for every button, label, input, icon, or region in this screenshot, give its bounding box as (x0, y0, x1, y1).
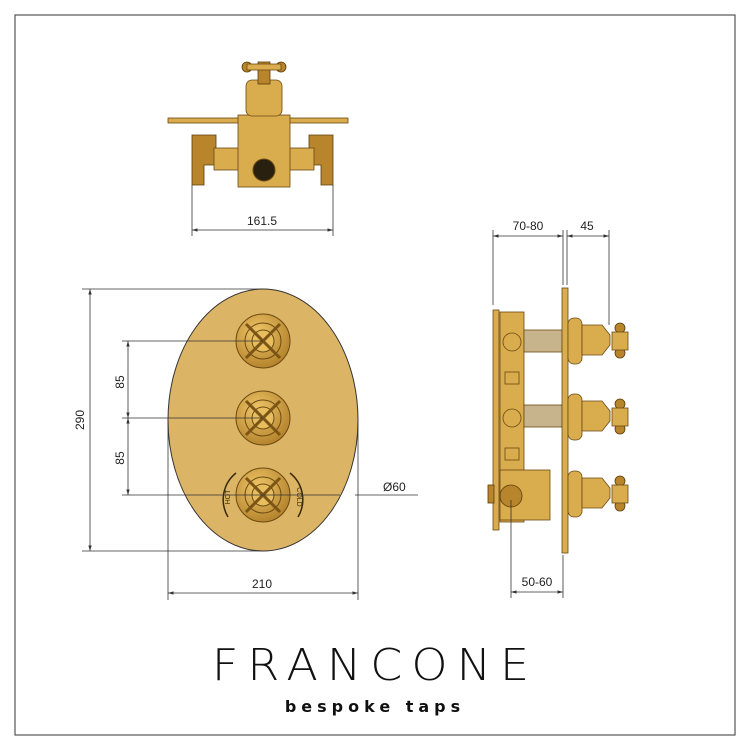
drawing-frame (14, 14, 736, 736)
depth-dimension: 70-80 (513, 219, 544, 233)
spacing-dimension-lower: 85 (113, 451, 127, 465)
projection-dimension: 45 (580, 219, 594, 233)
outlet-port (252, 158, 276, 182)
diameter-dimension: Ø60 (383, 480, 406, 494)
width-dimension: 210 (252, 577, 272, 591)
handle-bar (246, 63, 282, 71)
side-handle-upper (567, 317, 629, 365)
front-view: HOT COLD 290 85 85 210 Ø60 (73, 288, 418, 600)
cold-label: COLD (295, 487, 302, 506)
spindle-housing (245, 79, 283, 117)
height-dimension: 290 (73, 410, 87, 430)
spacing-dimension-upper: 85 (113, 375, 127, 389)
side-handle-middle (567, 393, 629, 441)
side-view: 70-80 45 50-60 (487, 219, 629, 598)
cartridge-middle (523, 404, 563, 428)
top-width-dimension: 161.5 (247, 214, 277, 228)
side-nut (487, 484, 495, 504)
brand-tagline: Bespoke Taps (284, 697, 466, 716)
hot-label: HOT (225, 489, 232, 505)
wall-dimension: 50-60 (522, 575, 553, 589)
left-inlet-pipe (191, 134, 217, 186)
brand-logo: FRANCONE (211, 639, 539, 691)
top-view: 161.5 (167, 61, 349, 236)
side-handle-lower (567, 470, 629, 518)
cartridge-upper (523, 329, 563, 353)
back-plate (492, 309, 500, 531)
front-plate (561, 287, 569, 554)
